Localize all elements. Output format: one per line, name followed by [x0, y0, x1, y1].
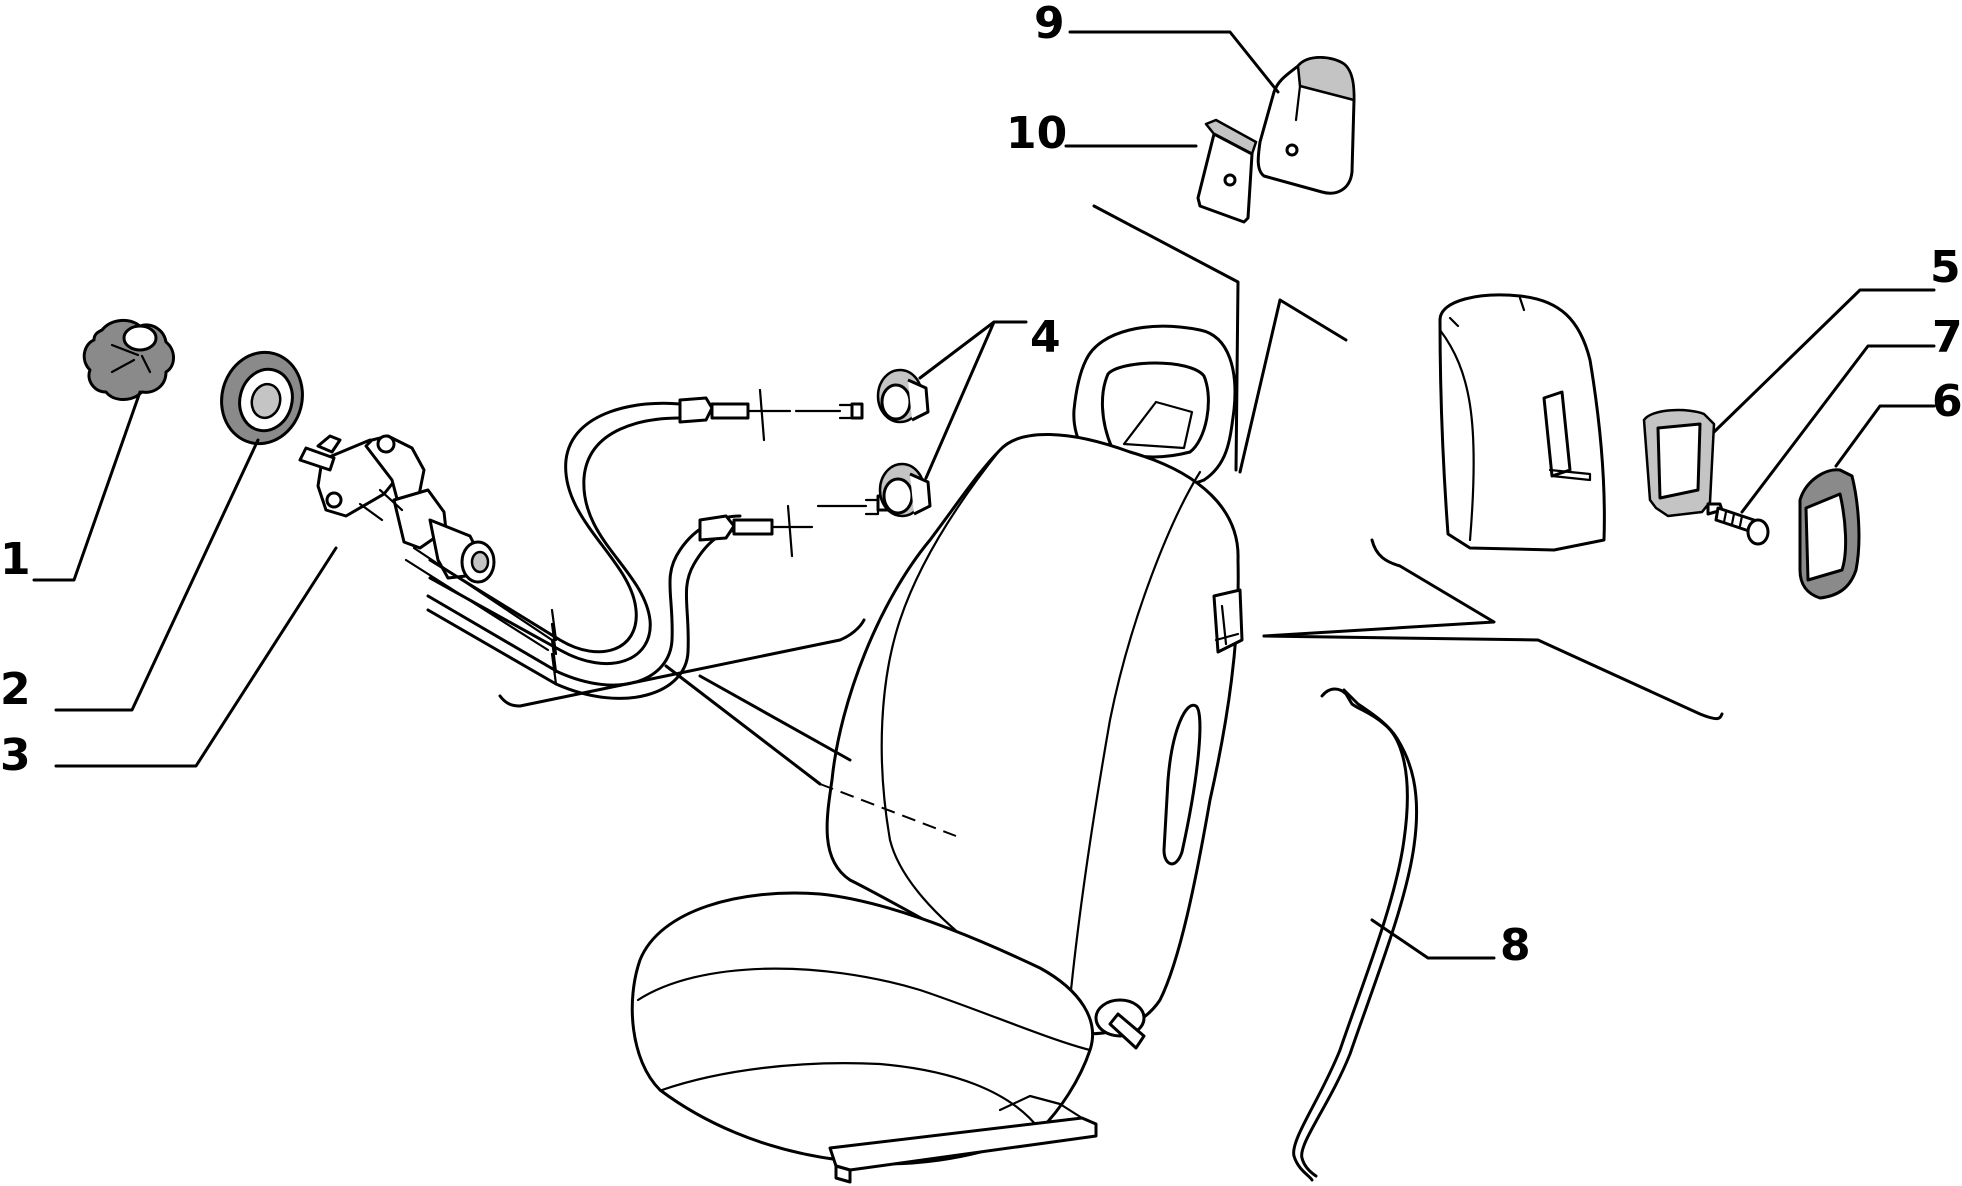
callout-10: 10	[1006, 108, 1067, 159]
adjustment-cables	[426, 388, 890, 700]
part-7-screw[interactable]	[1706, 502, 1770, 546]
callout-numbers: 1 2 3 4 5 6 7 8 9 10	[0, 0, 1962, 971]
part-4-grommets[interactable]	[876, 368, 932, 518]
callout-1: 1	[0, 534, 31, 585]
leader-lines	[32, 30, 1936, 960]
part-1-adjustment-knob[interactable]	[82, 319, 175, 401]
part-5-bezel-frame[interactable]	[1642, 408, 1716, 518]
callout-5: 5	[1930, 242, 1961, 293]
callout-7: 7	[1932, 312, 1962, 363]
part-6-lever-handle[interactable]	[1798, 468, 1861, 600]
backrest-side-cover[interactable]	[1438, 293, 1606, 552]
callout-6: 6	[1932, 376, 1962, 427]
part-3-adjuster-mechanism[interactable]	[298, 434, 554, 652]
callout-3: 3	[0, 730, 31, 781]
part-8-release-rod[interactable]	[1292, 687, 1419, 1182]
callout-2: 2	[0, 664, 31, 715]
part-9-guide-cap[interactable]	[1256, 56, 1356, 195]
seat-assembly[interactable]	[630, 324, 1244, 1184]
callout-9: 9	[1034, 0, 1065, 49]
callout-8: 8	[1500, 920, 1531, 971]
part-2-bushing[interactable]	[211, 343, 312, 453]
part-10-guide-bushing[interactable]	[1196, 118, 1258, 224]
callout-4: 4	[1030, 312, 1061, 363]
